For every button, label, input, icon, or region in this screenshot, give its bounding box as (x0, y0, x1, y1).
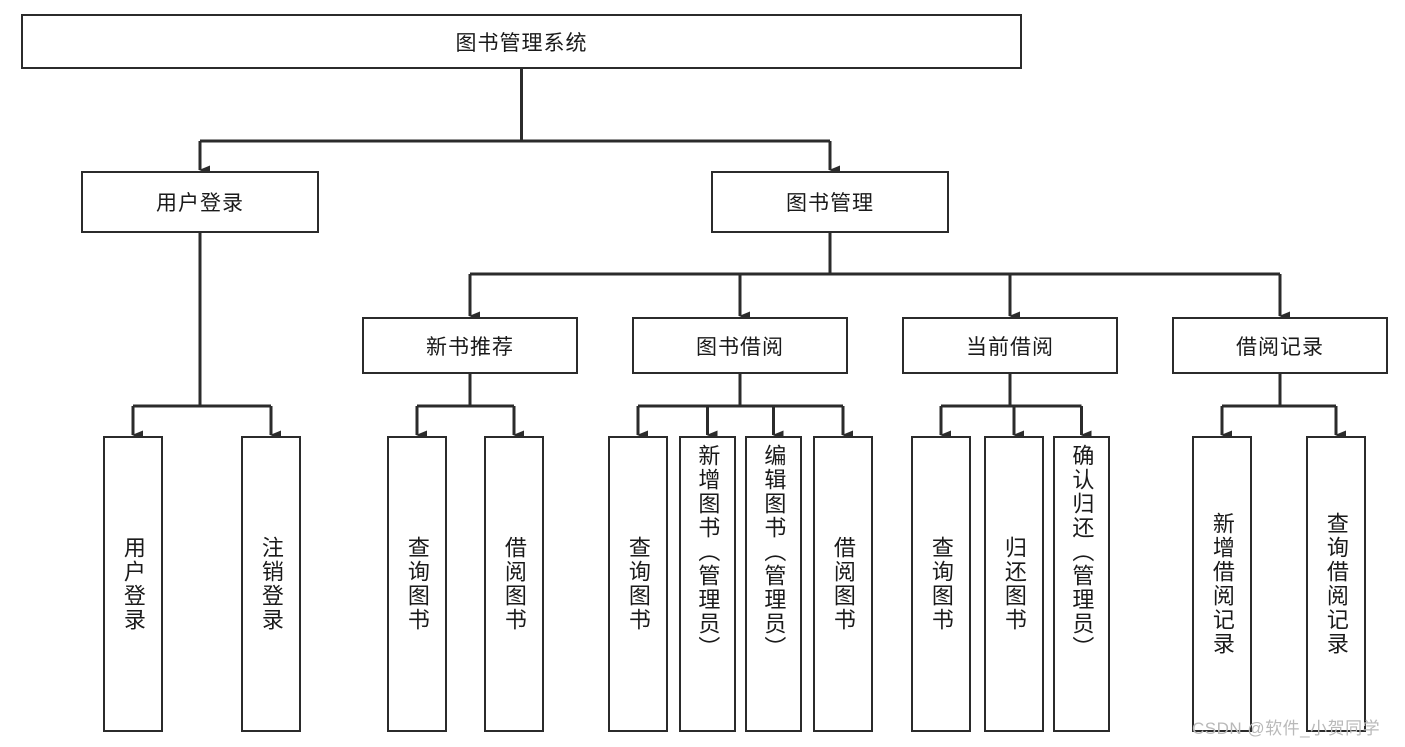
node-leaf-edit-book-admin[interactable]: 编辑图书（管理员） (745, 436, 802, 732)
node-label: 借阅图书 (830, 536, 856, 632)
node-leaf-borrow-book[interactable]: 借阅图书 (813, 436, 873, 732)
node-leaf-add-book-admin[interactable]: 新增图书（管理员） (679, 436, 736, 732)
node-label: 当前借阅 (966, 335, 1054, 359)
node-label: 查询借阅记录 (1323, 512, 1349, 656)
node-label: 图书管理 (786, 192, 874, 215)
node-label: 注销登录 (258, 536, 284, 632)
node-leaf-query-book-current[interactable]: 查询图书 (911, 436, 971, 732)
node-label: 编辑图书（管理员） (761, 444, 787, 660)
node-book-borrow[interactable]: 图书借阅 (632, 317, 848, 374)
node-label: 新增借阅记录 (1209, 512, 1235, 656)
node-book-manage[interactable]: 图书管理 (711, 171, 949, 233)
node-leaf-logout[interactable]: 注销登录 (241, 436, 301, 732)
node-leaf-add-borrow-record[interactable]: 新增借阅记录 (1192, 436, 1252, 732)
node-label: 图书管理系统 (455, 31, 588, 55)
node-label: 查询图书 (404, 536, 430, 632)
node-root[interactable]: 图书管理系统 (21, 14, 1022, 69)
node-leaf-query-book-borrow[interactable]: 查询图书 (608, 436, 668, 732)
node-user-login[interactable]: 用户登录 (81, 171, 319, 233)
node-label: 用户登录 (120, 536, 146, 632)
node-leaf-borrow-book-recommend[interactable]: 借阅图书 (484, 436, 544, 732)
node-label: 归还图书 (1001, 536, 1027, 632)
node-label: 用户登录 (156, 192, 244, 215)
node-leaf-query-book-recommend[interactable]: 查询图书 (387, 436, 447, 732)
node-label: 图书借阅 (696, 335, 784, 359)
node-leaf-user-login[interactable]: 用户登录 (103, 436, 163, 732)
watermark: CSDN @软件_小贺同学 (1192, 719, 1381, 738)
node-label: 查询图书 (928, 536, 954, 632)
node-label: 借阅图书 (501, 536, 527, 632)
node-leaf-return-book[interactable]: 归还图书 (984, 436, 1044, 732)
node-label: 借阅记录 (1236, 335, 1324, 359)
node-borrow-record[interactable]: 借阅记录 (1172, 317, 1388, 374)
node-leaf-confirm-return-admin[interactable]: 确认归还（管理员） (1053, 436, 1110, 732)
node-label: 确认归还（管理员） (1069, 444, 1095, 660)
node-new-book-recommend[interactable]: 新书推荐 (362, 317, 578, 374)
node-label: 查询图书 (625, 536, 651, 632)
node-leaf-query-borrow-record[interactable]: 查询借阅记录 (1306, 436, 1366, 732)
node-label: 新增图书（管理员） (695, 444, 721, 660)
node-current-borrow[interactable]: 当前借阅 (902, 317, 1118, 374)
node-label: 新书推荐 (426, 335, 514, 359)
